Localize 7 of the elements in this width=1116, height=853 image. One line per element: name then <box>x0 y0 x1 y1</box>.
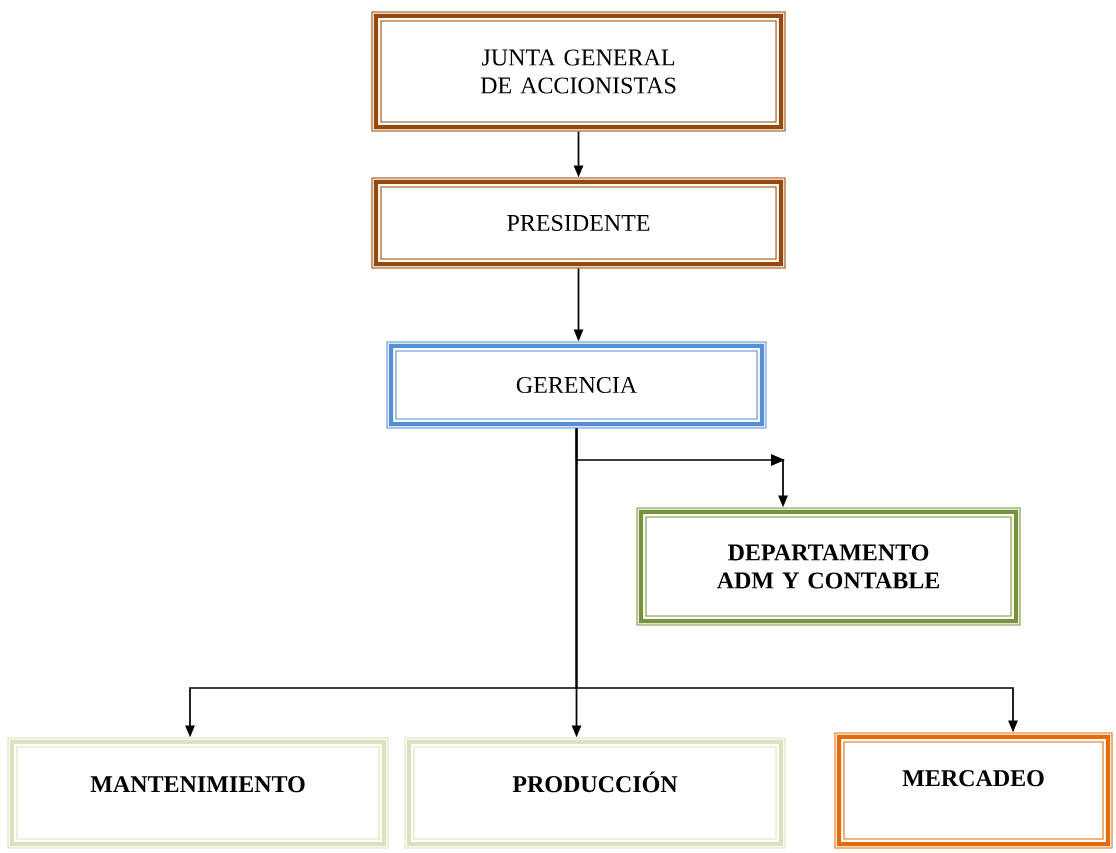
org-box: PRODUCCIÓN <box>404 737 786 849</box>
org-box: GERENCIA <box>386 341 767 429</box>
org-box: MANTENIMIENTO <box>7 737 389 849</box>
org-box: JUNTA GENERAL DE ACCIONISTAS <box>371 11 786 132</box>
org-box: PRESIDENTE <box>371 177 786 269</box>
org-box: DEPARTAMENTO ADM Y CONTABLE <box>636 507 1021 626</box>
org-box: MERCADEO <box>834 732 1113 849</box>
